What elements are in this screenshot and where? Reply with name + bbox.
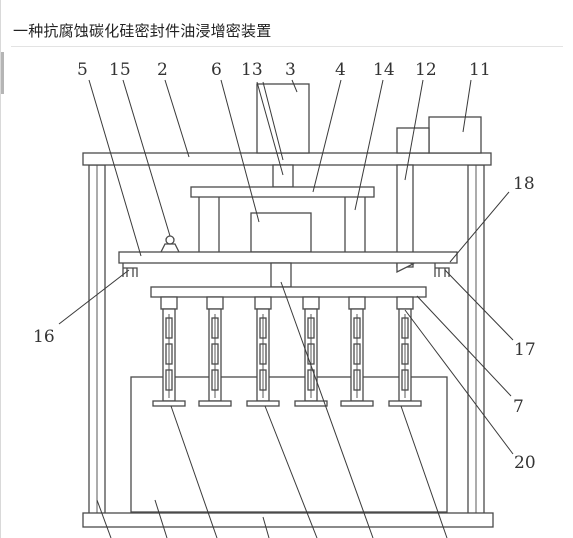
press-head-6: [388, 296, 422, 407]
label-12: 12: [415, 60, 437, 80]
top-plate: [82, 152, 492, 166]
label-11: 11: [469, 60, 491, 80]
guide-plate-4: [190, 186, 375, 198]
leader-lines: [58, 79, 514, 538]
press-head-3: [246, 296, 280, 407]
label-18: 18: [513, 174, 535, 194]
label-6: 6: [211, 60, 222, 80]
press-head-2: [198, 296, 232, 407]
page-title: 一种抗腐蚀碳化硅密封件油浸增密装置: [13, 22, 272, 40]
oil-tank: [130, 376, 448, 513]
motor-box: [428, 116, 482, 154]
slider-16: [122, 263, 138, 277]
press-head-4: [294, 296, 328, 407]
title-divider: [11, 46, 563, 47]
nozzle-base: [160, 243, 180, 253]
oil-nozzle-15: [165, 235, 175, 245]
label-15: 15: [109, 60, 131, 80]
motor-mount: [396, 127, 430, 154]
label-3: 3: [285, 60, 296, 80]
slider-17: [434, 263, 450, 277]
scrollbar-handle[interactable]: [1, 52, 4, 94]
base-plate: [82, 512, 494, 528]
label-20: 20: [514, 453, 536, 473]
label-7: 7: [513, 397, 524, 417]
moving-plate-5: [118, 251, 458, 264]
press-block-6: [250, 212, 312, 253]
label-14: 14: [373, 60, 395, 80]
cylinder-rod-13: [272, 164, 294, 188]
label-2: 2: [157, 60, 168, 80]
cylinder-3: [256, 83, 310, 154]
label-4: 4: [335, 60, 346, 80]
label-13: 13: [241, 60, 263, 80]
press-head-1: [152, 296, 186, 407]
press-head-5: [340, 296, 374, 407]
pressing-plate-7: [150, 286, 427, 298]
part-labels: 5 15 2 6 13 3 4 14 12 11 18 16 17 7 20: [33, 60, 536, 473]
label-5: 5: [77, 60, 88, 80]
label-17: 17: [514, 340, 536, 360]
label-16: 16: [33, 327, 55, 347]
press-heads: [152, 296, 422, 407]
